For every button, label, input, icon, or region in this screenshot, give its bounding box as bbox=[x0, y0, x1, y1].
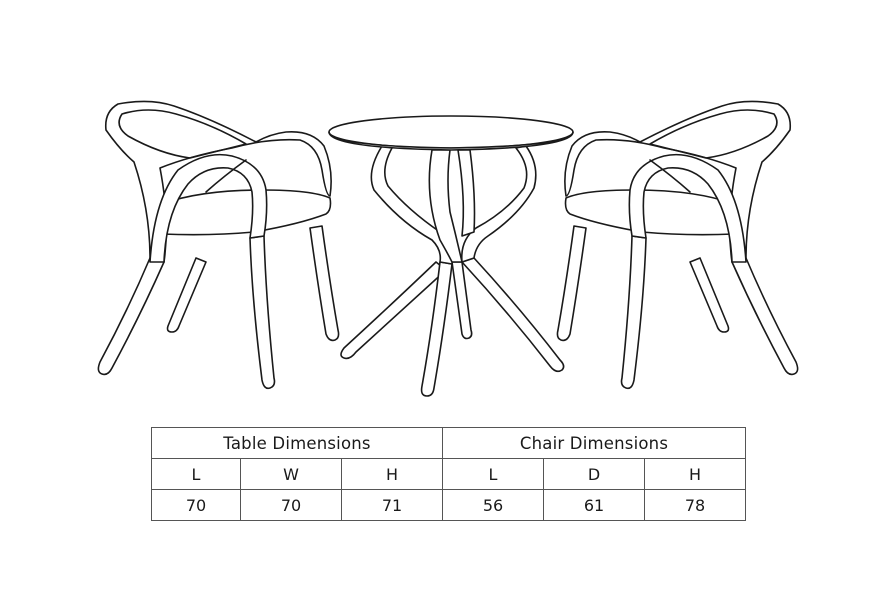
left-chair-back-curve bbox=[205, 159, 247, 193]
left-chair-front-leg-right bbox=[249, 235, 276, 390]
table-support-center bbox=[428, 149, 463, 263]
right-chair-front-leg-left bbox=[620, 235, 647, 390]
right-chair-back-leg bbox=[689, 257, 730, 333]
right-chair-front-leg bbox=[731, 257, 799, 376]
table-width-header: W bbox=[240, 458, 342, 490]
table-leg-back bbox=[451, 261, 473, 340]
chair-height-header: H bbox=[644, 458, 747, 490]
table-width-value: 70 bbox=[240, 489, 342, 521]
right-chair bbox=[556, 100, 799, 390]
right-chair-back-leg-left bbox=[556, 225, 587, 342]
table-leg-front bbox=[420, 261, 453, 397]
left-chair-front-leg bbox=[97, 257, 165, 376]
table-leg-left bbox=[340, 261, 447, 360]
table-length-header: L bbox=[151, 458, 241, 490]
left-chair-seat bbox=[158, 189, 332, 236]
table-height-header: H bbox=[340, 458, 444, 490]
dimensions-group-header-row: Table Dimensions Chair Dimensions bbox=[150, 427, 747, 459]
left-chair-back-leg-right bbox=[309, 225, 340, 342]
left-chair bbox=[97, 100, 340, 390]
dimensions-column-header-row: L W H L D H bbox=[151, 458, 747, 490]
table-leg-right bbox=[461, 257, 565, 373]
dimensions-value-row: 70 70 71 56 61 78 bbox=[151, 489, 747, 521]
dimensions-table: Table Dimensions Chair Dimensions L W H … bbox=[150, 427, 747, 521]
left-chair-armrest bbox=[149, 153, 268, 263]
chair-length-header: L bbox=[442, 458, 545, 490]
table-length-value: 70 bbox=[151, 489, 241, 521]
right-chair-back-curve bbox=[649, 159, 691, 193]
chair-height-value: 78 bbox=[644, 489, 747, 521]
chair-depth-value: 61 bbox=[543, 489, 646, 521]
left-chair-back-leg bbox=[166, 257, 207, 333]
left-chair-backrest-inner bbox=[118, 109, 247, 159]
bistro-set-illustration bbox=[97, 100, 799, 397]
table-top-edge bbox=[328, 131, 574, 151]
table-support-left bbox=[370, 145, 454, 265]
right-chair-seat bbox=[564, 189, 738, 236]
bistro-table bbox=[328, 115, 574, 397]
chair-dimensions-title: Chair Dimensions bbox=[442, 427, 747, 459]
right-chair-backrest-inner bbox=[649, 109, 778, 159]
table-support-right bbox=[460, 145, 537, 263]
chair-depth-header: D bbox=[543, 458, 646, 490]
chair-length-value: 56 bbox=[442, 489, 545, 521]
table-support-center-right bbox=[457, 149, 476, 237]
table-height-value: 71 bbox=[340, 489, 444, 521]
right-chair-armrest bbox=[628, 153, 747, 263]
table-dimensions-title: Table Dimensions bbox=[150, 427, 444, 459]
